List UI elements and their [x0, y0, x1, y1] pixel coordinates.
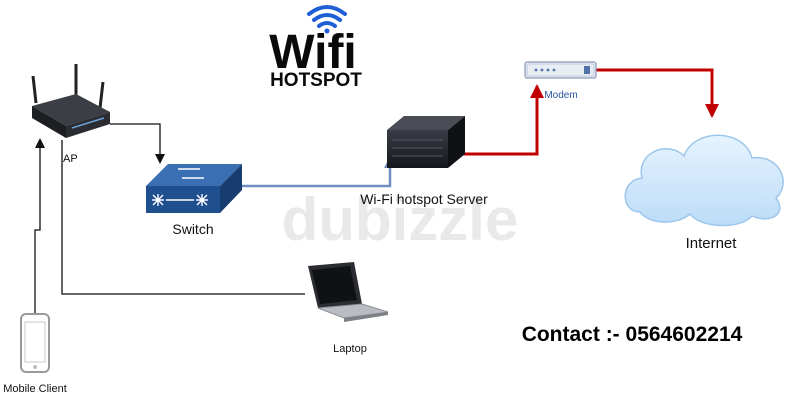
link-server-modem [463, 84, 544, 156]
link-mobile-ap [34, 138, 45, 314]
laptop-icon [308, 262, 389, 322]
link-laptop-ap [61, 140, 305, 295]
link-switch-server [242, 156, 396, 188]
wifi-logo: Wifi HOTSPOT [269, 5, 362, 91]
cloud-icon [624, 134, 784, 227]
watermark: dubizzle [282, 186, 519, 253]
logo-title: Wifi [269, 26, 357, 79]
modem-label: Modem [544, 90, 577, 101]
mobile-phone-icon [20, 313, 50, 373]
switch-icon [146, 164, 242, 213]
connections [34, 68, 719, 314]
link-ap-switch [110, 123, 165, 164]
ap-label: AP [63, 153, 78, 165]
ap-router-icon [31, 64, 110, 138]
internet-label: Internet [686, 235, 738, 252]
logo-subtitle: HOTSPOT [270, 70, 362, 91]
contact-text: Contact :- 0564602214 [522, 323, 743, 346]
server-label: Wi-Fi hotspot Server [360, 191, 488, 207]
modem-icon [524, 61, 597, 79]
switch-label: Switch [172, 221, 213, 237]
wifi-signal-icon [307, 5, 347, 34]
mobile-label: Mobile Client [3, 383, 67, 395]
link-modem-internet [596, 68, 719, 118]
laptop-label: Laptop [333, 343, 367, 355]
server-icon [387, 116, 465, 168]
